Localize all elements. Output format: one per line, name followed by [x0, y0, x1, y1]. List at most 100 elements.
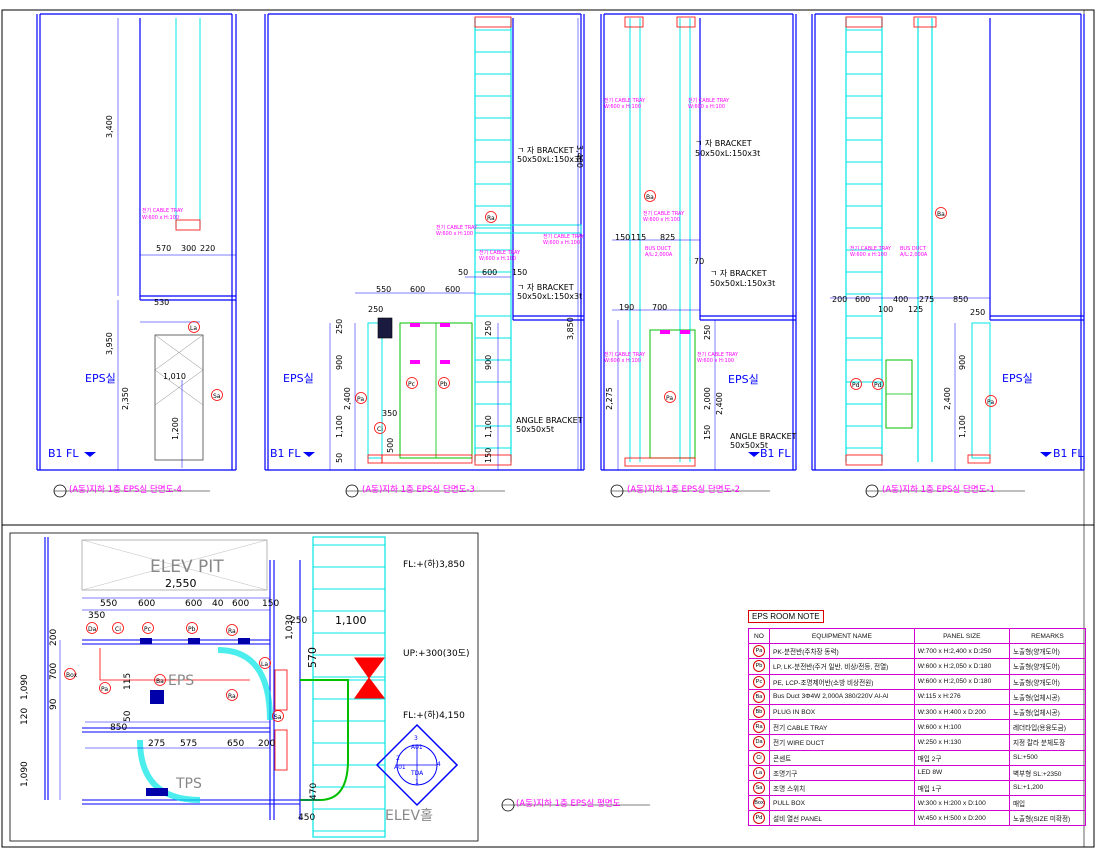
svg-text:1: 1	[415, 779, 419, 786]
cell-name: 전기 WIRE DUCT	[769, 734, 915, 751]
svg-text:570: 570	[156, 244, 171, 253]
svg-text:4: 4	[437, 761, 441, 768]
cell-size: LED 8W	[913, 764, 1010, 781]
svg-text:50: 50	[335, 453, 344, 463]
svg-text:275: 275	[148, 739, 165, 749]
svg-text:250: 250	[335, 319, 344, 334]
cell-remark: 지정 칼라 분체도장	[1008, 734, 1087, 751]
svg-text:A/L:2,000A: A/L:2,000A	[645, 252, 673, 258]
svg-text:1,010: 1,010	[163, 372, 186, 381]
svg-text:550: 550	[376, 285, 391, 294]
svg-text:150: 150	[703, 425, 712, 440]
equipment-code-badge: Sa	[753, 781, 765, 794]
svg-text:전기 CABLE TRAY: 전기 CABLE TRAY	[643, 210, 685, 217]
svg-text:Ra: Ra	[228, 693, 236, 700]
equipment-code-badge: Pc	[753, 675, 765, 688]
cell-size: W:250 x H:130	[913, 734, 1010, 751]
svg-text:570: 570	[306, 647, 319, 668]
plan-elev-pit: ELEV PIT	[150, 557, 224, 577]
svg-text:600: 600	[232, 599, 249, 609]
svg-text:W:600 x H:100: W:600 x H:100	[850, 252, 887, 258]
plan-elev-hall: ELEV홀	[385, 808, 433, 824]
svg-text:550: 550	[100, 599, 117, 609]
cell-name: PE, LCP-조명제어반(소방 비상전원)	[769, 673, 915, 690]
svg-text:TDA: TDA	[410, 770, 424, 777]
svg-text:400: 400	[893, 295, 908, 304]
svg-text:50x50xL:150x3t: 50x50xL:150x3t	[517, 155, 582, 164]
svg-text:825: 825	[660, 233, 675, 242]
cell-name: 조명기구	[769, 764, 915, 781]
svg-text:전기 CABLE TRAY: 전기 CABLE TRAY	[142, 207, 184, 214]
col-remarks: REMARKS	[1008, 627, 1087, 645]
svg-text:Da: Da	[88, 626, 97, 633]
svg-text:전기 CABLE TRAY: 전기 CABLE TRAY	[697, 351, 739, 358]
cell-size: W:600 x H:2,050 x D:180	[913, 673, 1010, 690]
equipment-code-badge: Bb	[753, 706, 765, 719]
svg-text:2,400: 2,400	[943, 387, 952, 410]
svg-text:275: 275	[919, 295, 934, 304]
cell-name: 조명 스위치	[769, 779, 915, 797]
svg-text:(A동)지하 1층 EPS실 단면도-2: (A동)지하 1층 EPS실 단면도-2	[627, 484, 740, 495]
cell-code: Pa	[748, 643, 770, 660]
svg-text:500: 500	[386, 438, 395, 453]
cell-code: Pc	[748, 673, 770, 690]
svg-text:900: 900	[484, 355, 493, 370]
svg-text:350: 350	[88, 611, 105, 621]
svg-text:W:600 x H:100: W:600 x H:100	[604, 104, 641, 110]
svg-text:200: 200	[49, 629, 59, 646]
svg-text:전기 CABLE TRAY: 전기 CABLE TRAY	[604, 97, 646, 104]
svg-text:470: 470	[309, 783, 319, 800]
table-header-row: NO EQUIPMENT NAME PANEL SIZE REMARKS	[748, 627, 1087, 645]
svg-text:50x50x5t: 50x50x5t	[516, 425, 554, 434]
svg-text:50x50x5t: 50x50x5t	[730, 441, 768, 450]
cell-name: 설비 열선 PANEL	[769, 810, 915, 827]
svg-text:450: 450	[298, 813, 315, 823]
svg-text:Pd: Pd	[852, 382, 860, 389]
svg-text:W:600 x H:100: W:600 x H:100	[436, 231, 473, 237]
svg-text:70: 70	[694, 257, 704, 266]
svg-text:전기 CABLE TRAY: 전기 CABLE TRAY	[688, 97, 730, 104]
svg-text:250: 250	[703, 325, 712, 340]
cell-remark: 레더타입(용융도금)	[1008, 719, 1087, 736]
svg-text:Sa: Sa	[213, 393, 221, 400]
svg-text:Ba: Ba	[646, 194, 654, 201]
svg-text:(A동)지하 1층 EPS실 단면도-3: (A동)지하 1층 EPS실 단면도-3	[362, 484, 475, 495]
svg-text:ㄱ 자 BRACKET: ㄱ 자 BRACKET	[517, 283, 574, 292]
cell-size: W:300 x H:200 x D:100	[913, 795, 1010, 812]
svg-text:A/L:2,000A: A/L:2,000A	[900, 252, 928, 258]
cell-remark: SL:+500	[1008, 749, 1087, 766]
equipment-code-badge: La	[753, 766, 765, 779]
svg-text:W:600 x H:100: W:600 x H:100	[697, 358, 734, 364]
svg-text:Sa: Sa	[274, 714, 282, 721]
cell-remark: SL:+1,200	[1008, 779, 1087, 797]
svg-text:600: 600	[185, 599, 202, 609]
svg-text:3,850: 3,850	[566, 317, 575, 340]
cell-remark: 노출형(SIZE 미확정)	[1008, 810, 1087, 827]
svg-text:EPS실: EPS실	[283, 372, 314, 385]
cell-name: 콘센트	[769, 749, 915, 766]
col-equipment-name: EQUIPMENT NAME	[769, 627, 915, 645]
svg-text:Pb: Pb	[188, 626, 196, 633]
svg-text:BUS DUCT: BUS DUCT	[900, 246, 927, 252]
svg-text:전기 CABLE TRAY: 전기 CABLE TRAY	[436, 224, 478, 231]
cell-name: 전기 CABLE TRAY	[769, 719, 915, 736]
svg-text:2,350: 2,350	[121, 387, 130, 410]
equipment-code-badge: Pd	[753, 812, 765, 825]
cell-code: Box	[748, 795, 770, 812]
svg-text:600: 600	[855, 295, 870, 304]
cell-size: W:450 x H:500 x D:200	[913, 810, 1010, 827]
svg-text:2,275: 2,275	[605, 387, 614, 410]
svg-text:125: 125	[908, 305, 923, 314]
svg-text:Ra: Ra	[487, 215, 495, 222]
svg-text:575: 575	[180, 739, 197, 749]
cell-size: W:700 x H:2,400 x D:250	[913, 643, 1010, 660]
cell-code: Ci	[748, 749, 770, 766]
equipment-code-badge: Pa	[753, 645, 765, 658]
svg-text:900: 900	[335, 355, 344, 370]
